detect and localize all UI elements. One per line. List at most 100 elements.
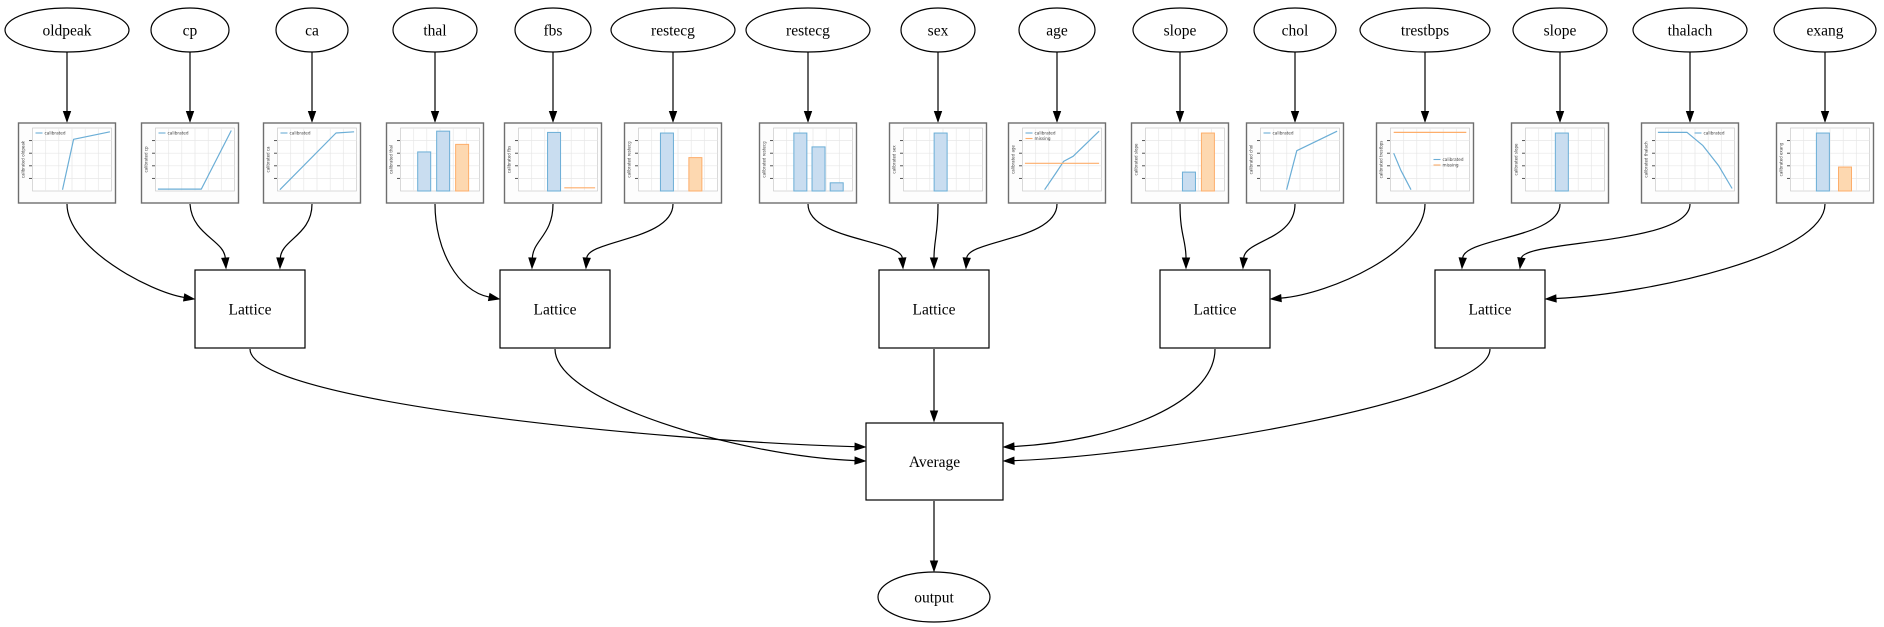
bar-blue: [547, 131, 562, 192]
feature-label: thalach: [1668, 23, 1713, 40]
feature-node-exang-14: exang: [1773, 7, 1877, 53]
calibration-line: [1044, 130, 1100, 191]
edge-arrowhead: [929, 410, 939, 423]
legend-label: calibrated: [168, 131, 189, 136]
feature-node-sex-7: sex: [900, 7, 976, 53]
edge-line: [189, 203, 226, 259]
feature-label: chol: [1282, 23, 1309, 40]
calibration-line: [1393, 152, 1412, 190]
edge-arrowhead: [307, 111, 317, 124]
feature-label: sex: [928, 23, 949, 40]
bar-blue: [793, 132, 808, 192]
lattice-box: [499, 269, 611, 349]
edge-line: [1013, 348, 1216, 448]
edge-arrowhead: [1685, 111, 1695, 124]
legend-label: missing: [1443, 163, 1459, 168]
edge-arrowhead: [1458, 257, 1467, 270]
edge-line: [586, 203, 674, 259]
edge-line: [66, 203, 185, 299]
y-axis-label: calibrated chol: [1249, 145, 1254, 175]
edge-arrowhead: [1175, 111, 1185, 124]
edge-arrowhead: [276, 257, 285, 270]
edge-feature-to-chart: [185, 52, 195, 124]
calibration-chart-slope: calibrated slope: [1510, 122, 1610, 204]
calibration-chart-oldpeak: calibrated oldpeak calibrated: [17, 122, 117, 204]
edge-chart-to-lattice: [276, 203, 313, 270]
feature-node-trestbps-11: trestbps: [1359, 7, 1491, 53]
feature-node-cp-1: cp: [150, 7, 230, 53]
feature-label: cp: [183, 23, 198, 40]
edge-chart-to-lattice: [1544, 203, 1826, 303]
legend-label: calibrated: [1704, 131, 1725, 136]
lattice-node-5: Lattice: [1434, 269, 1546, 349]
edge-arrowhead: [182, 293, 196, 302]
average-node: Average: [865, 422, 1004, 501]
edge-line: [531, 203, 554, 259]
edge-arrowhead: [1052, 111, 1062, 124]
edge-feature-to-chart: [1685, 52, 1695, 124]
y-axis-label: calibrated restecg: [762, 141, 767, 178]
y-axis-label: calibrated sex: [892, 145, 897, 174]
edge-arrowhead: [854, 442, 867, 451]
y-axis-label: calibrated oldpeak: [21, 140, 26, 178]
calibration-chart-restecg: calibrated restecg: [623, 122, 723, 204]
edge-feature-to-chart: [430, 52, 440, 124]
edge-arrowhead: [1420, 111, 1430, 124]
edge-chart-to-lattice: [66, 203, 196, 302]
feature-node-slope-9: slope: [1132, 7, 1228, 53]
bar-blue: [829, 182, 844, 192]
y-axis-label: calibrated exang: [1779, 142, 1784, 176]
lattice-box: [194, 269, 306, 349]
edge-lattice-to-average: [249, 348, 867, 451]
feature-node-restecg-5: restecg: [610, 7, 736, 53]
edge-arrowhead: [1820, 111, 1830, 124]
feature-label: fbs: [544, 23, 563, 40]
edge-arrowhead: [854, 456, 867, 465]
edge-chart-to-lattice: [528, 203, 554, 270]
edge-feature-to-chart: [1820, 52, 1830, 124]
bar-blue: [1815, 132, 1830, 192]
edge-feature-to-chart: [1052, 52, 1062, 124]
legend-label: calibrated: [1443, 157, 1464, 162]
legend-label: calibrated: [1035, 131, 1056, 136]
legend-label: missing: [1035, 136, 1051, 141]
edge-chart-to-lattice: [1239, 203, 1296, 270]
edge-arrowhead: [1269, 293, 1282, 303]
edge-line: [554, 348, 856, 462]
lattice-node-1: Lattice: [194, 269, 306, 349]
legend: calibrated: [35, 131, 66, 136]
edge-feature-to-chart: [933, 52, 943, 124]
y-axis-label: calibrated thal: [389, 145, 394, 174]
lattice-node-3: Lattice: [878, 269, 990, 349]
y-axis-label: calibrated cp: [144, 146, 149, 173]
feature-label: slope: [1164, 23, 1197, 40]
edge-chart-to-lattice: [582, 203, 674, 270]
y-axis-label: calibrated fbs: [507, 146, 512, 173]
calibration-line: [1657, 131, 1733, 189]
lattice-label: Lattice: [228, 302, 271, 319]
edge-chart-to-lattice: [929, 203, 939, 270]
bar-blue: [933, 132, 948, 192]
lattice-label: Lattice: [533, 302, 576, 319]
bar-orange: [455, 143, 470, 192]
calibration-chart-cp: calibrated cp calibrated: [140, 122, 240, 204]
feature-node-thalach-13: thalach: [1632, 7, 1748, 53]
edge-feature-to-chart: [1290, 52, 1300, 124]
edge-feature-to-chart: [803, 52, 813, 124]
edge-arrowhead: [487, 292, 501, 302]
calibration-chart-fbs: calibrated fbs: [503, 122, 603, 204]
edge-line: [1462, 203, 1561, 259]
lattice-label: Lattice: [1193, 302, 1236, 319]
edge-feature-to-chart: [62, 52, 72, 124]
y-axis-label: calibrated ca: [266, 146, 271, 173]
edge-arrowhead: [1002, 456, 1015, 465]
feature-label: exang: [1806, 23, 1843, 40]
edge-lattice-to-average: [554, 348, 867, 465]
lattice-box: [1159, 269, 1271, 349]
